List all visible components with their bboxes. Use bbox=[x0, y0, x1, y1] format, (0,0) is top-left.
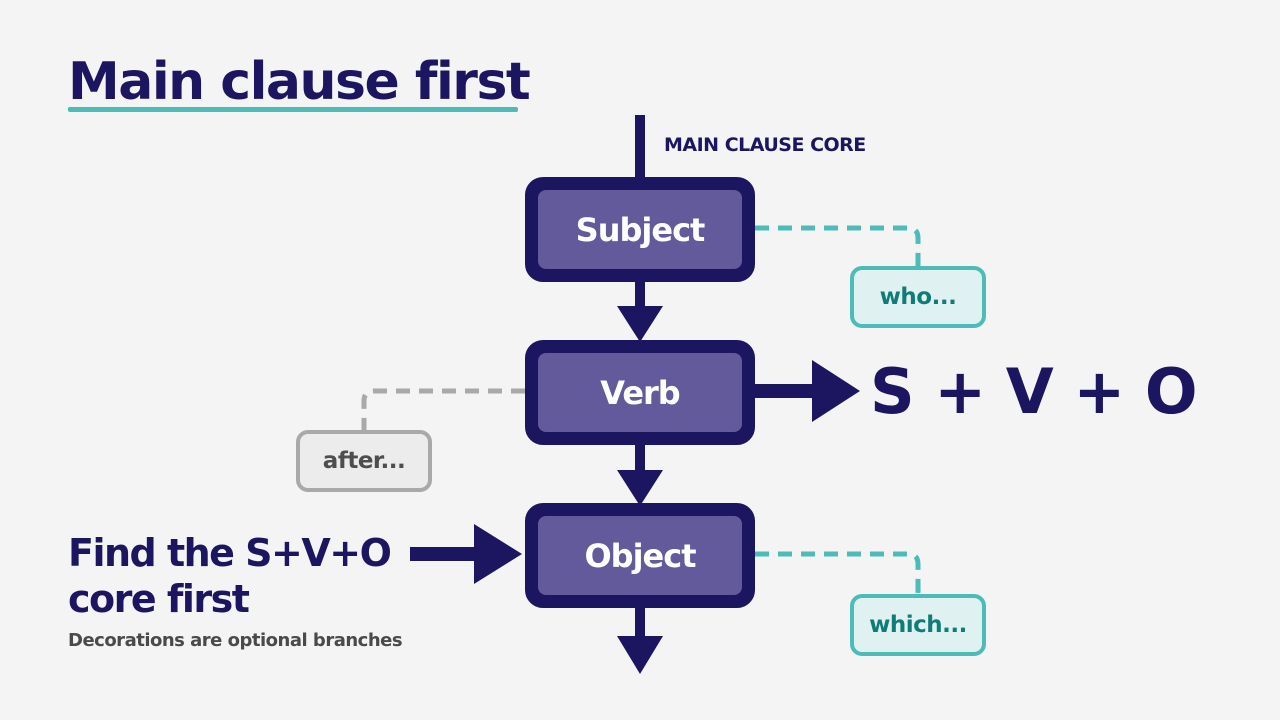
page-title: Main clause first bbox=[68, 52, 531, 112]
branch-line-who bbox=[755, 225, 921, 266]
arrow-object-down bbox=[617, 636, 663, 674]
object-node-label: Object bbox=[538, 516, 742, 595]
branch-tag-who: who... bbox=[850, 266, 986, 328]
subject-node-label: Subject bbox=[538, 190, 742, 269]
subject-node: Subject bbox=[525, 177, 755, 282]
svo-formula: S + V + O bbox=[870, 355, 1198, 428]
arrow-subject-to-verb bbox=[617, 306, 663, 342]
branch-line-after bbox=[361, 388, 525, 430]
callout-heading: Find the S+V+O core first bbox=[68, 531, 392, 621]
verb-to-formula-arrowhead bbox=[812, 360, 860, 422]
verb-node: Verb bbox=[525, 340, 755, 445]
title-underline bbox=[68, 107, 518, 112]
branch-tag-after: after... bbox=[296, 430, 432, 492]
branch-tag-which: which... bbox=[850, 594, 986, 656]
callout-to-object-arrowhead bbox=[474, 524, 522, 584]
object-node: Object bbox=[525, 503, 755, 608]
verb-node-label: Verb bbox=[538, 353, 742, 432]
arrow-verb-to-object bbox=[617, 470, 663, 506]
callout-subtext: Decorations are optional branches bbox=[68, 630, 403, 651]
main-clause-core-label: MAIN CLAUSE CORE bbox=[664, 134, 866, 156]
branch-line-which bbox=[755, 551, 921, 594]
